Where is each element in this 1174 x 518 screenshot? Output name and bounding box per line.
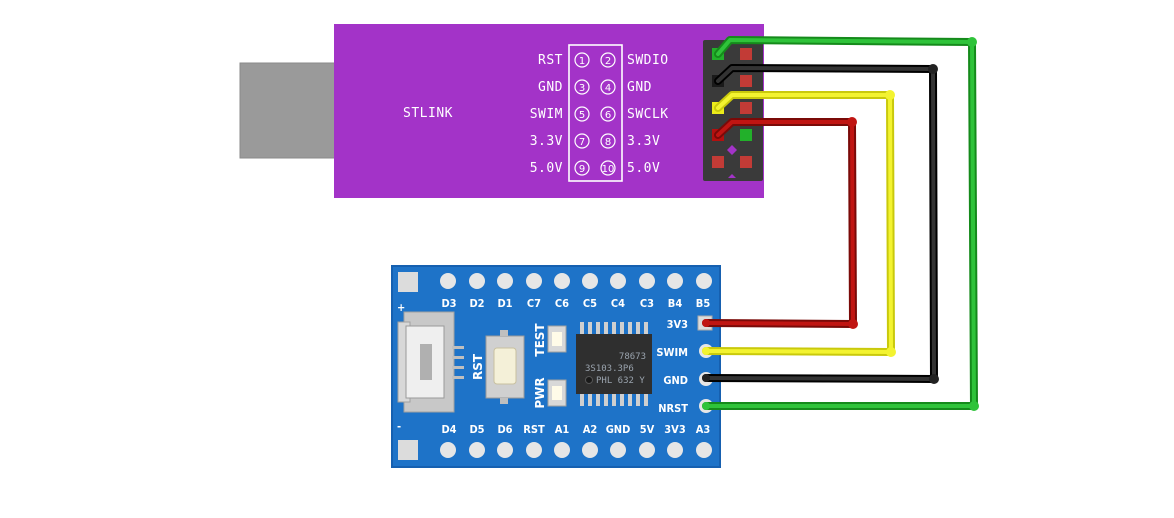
pin-circle-6 [600, 106, 616, 122]
pin-circle-7 [574, 133, 590, 149]
pin-3V3: 3V3 [664, 423, 686, 436]
pin-GND: GND [606, 423, 631, 436]
pinout-box [568, 44, 623, 182]
pin-label-6: SWCLK [627, 107, 669, 122]
pin-circle-10 [600, 160, 616, 176]
pwr-led-label: PWR [533, 377, 547, 408]
header-3v3-label: 3V3 [667, 318, 689, 331]
pin-label-5: SWIM [530, 107, 563, 122]
chip-marking-3: PHL 632 Y [596, 376, 645, 386]
pin-num-7: 7 [579, 137, 585, 148]
pin-num-5: 5 [579, 110, 585, 121]
pin-D6: D6 [497, 423, 512, 436]
pin-num-8: 8 [605, 137, 611, 148]
stlink-body [334, 24, 764, 198]
pin-label-9: 5.0V [530, 161, 563, 176]
stlink-name: STLINK [403, 106, 453, 121]
pin-label-4: GND [627, 80, 652, 95]
pin-circle-1 [574, 52, 590, 68]
pin-D4: D4 [441, 423, 456, 436]
pin-num-3: 3 [579, 83, 585, 94]
rst-button-label: RST [471, 353, 485, 380]
mcu-chip [576, 322, 652, 406]
pin-num-6: 6 [605, 110, 611, 121]
pin-label-2: SWDIO [627, 53, 669, 68]
pin-C5: C5 [583, 297, 597, 310]
reset-button [485, 330, 525, 404]
pin-circle-2 [600, 52, 616, 68]
pin-D3: D3 [441, 297, 456, 310]
pin-label-7: 3.3V [530, 134, 563, 149]
pin-B4: B4 [668, 297, 683, 310]
pin-B5: B5 [696, 297, 711, 310]
wires [702, 36, 979, 411]
minus-label: - [397, 420, 401, 433]
pin-label-8: 3.3V [627, 134, 660, 149]
chip-marking-2: 3S103.3P6 [585, 364, 634, 374]
pin-A3: A3 [696, 423, 711, 436]
pin-num-10: 10 [602, 164, 615, 175]
test-led [547, 325, 567, 353]
pwr-led [547, 379, 567, 407]
pin-num-1: 1 [579, 56, 585, 67]
pin-num-4: 4 [605, 83, 611, 94]
header-nrst-label: NRST [658, 402, 688, 415]
chip-marking-1: 78673 [619, 352, 646, 362]
pin-label-1: RST [538, 53, 563, 68]
plus-label: + [397, 301, 405, 314]
stm8-board: D3 D2 D1 C7 C6 C5 C4 C3 B4 B5 D4 D5 D6 R… [391, 265, 721, 468]
pin-D2: D2 [469, 297, 484, 310]
pin-D5: D5 [469, 423, 484, 436]
stlink-programmer: STLINK RST GND SWIM 3.3V 5.0V SWDIO GND … [239, 24, 764, 198]
pin-circle-9 [574, 160, 590, 176]
pin-C4: C4 [611, 297, 625, 310]
pin-circle-3 [574, 79, 590, 95]
top-pin-labels: D3 D2 D1 C7 C6 C5 C4 C3 B4 B5 [441, 297, 710, 310]
header-gnd-label: GND [663, 374, 688, 387]
pin-5V: 5V [640, 423, 655, 436]
pin-label-3: GND [538, 80, 563, 95]
pin-num-9: 9 [579, 164, 585, 175]
test-led-label: TEST [533, 323, 547, 357]
pin-RST: RST [523, 423, 545, 436]
pin-num-2: 2 [605, 56, 611, 67]
pin-C6: C6 [555, 297, 569, 310]
micro-usb-port [397, 311, 464, 413]
usb-plug [239, 62, 336, 159]
pin-D1: D1 [497, 297, 512, 310]
bottom-pin-row [398, 440, 712, 460]
pin-C3: C3 [640, 297, 654, 310]
pin-label-10: 5.0V [627, 161, 660, 176]
pin-C7: C7 [527, 297, 541, 310]
pin-circle-4 [600, 79, 616, 95]
pin-circle-5 [574, 106, 590, 122]
pin-A2: A2 [583, 423, 598, 436]
header-swim-label: SWIM [656, 346, 688, 359]
bottom-pin-labels: D4 D5 D6 RST A1 A2 GND 5V 3V3 A3 [441, 423, 710, 436]
pin-circle-8 [600, 133, 616, 149]
top-pin-row [398, 272, 712, 292]
pin-A1: A1 [555, 423, 570, 436]
